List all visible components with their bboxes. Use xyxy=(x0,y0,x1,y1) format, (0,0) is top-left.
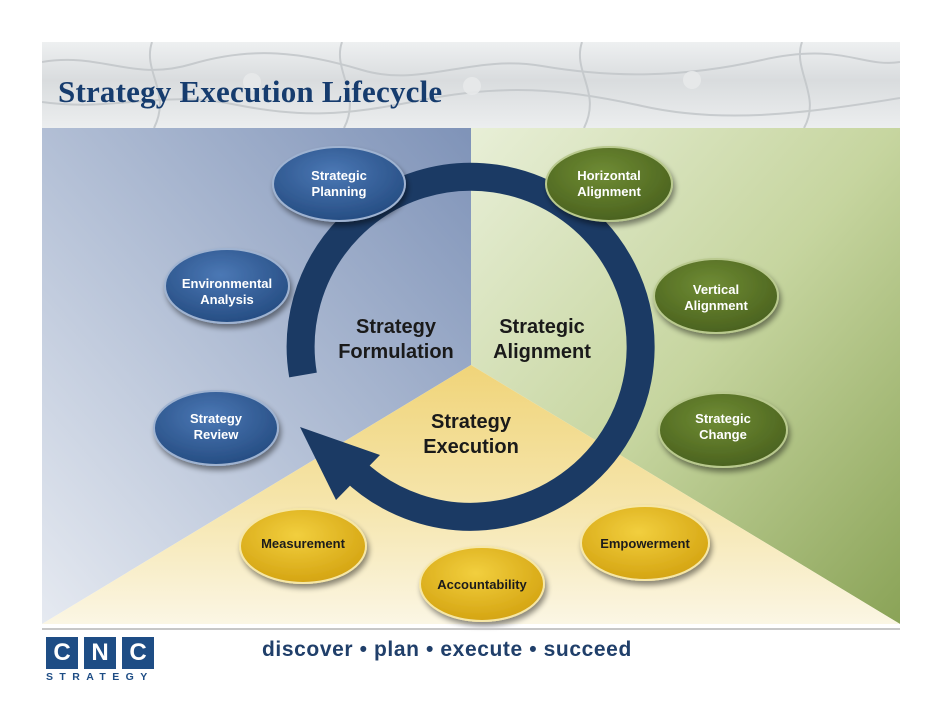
logo-letter-n: N xyxy=(84,637,116,669)
environmental-analysis-label: Environmental Analysis xyxy=(181,276,273,307)
strategic-planning-node xyxy=(272,146,406,222)
horizontal-alignment-node xyxy=(545,146,673,222)
logo-letter-c1: C xyxy=(46,637,78,669)
vertical-alignment-node xyxy=(653,258,779,334)
formulation-sector xyxy=(42,128,471,624)
empowerment-label: Empowerment xyxy=(600,536,690,551)
empowerment-node xyxy=(580,505,710,581)
tagline: discover • plan • execute • succeed xyxy=(262,638,632,661)
title-banner xyxy=(42,42,900,128)
alignment-sector xyxy=(471,128,900,624)
execution-label: Strategy Execution xyxy=(423,411,519,458)
measurement-node xyxy=(239,508,367,584)
strategic-change-node xyxy=(658,392,788,468)
cnc-strategy-logo: C N C STRATEGY xyxy=(42,637,156,685)
puzzle-background-pattern xyxy=(42,42,900,128)
vertical-alignment-label: Vertical Alignment xyxy=(684,282,748,313)
strategic-planning-label: Strategic Planning xyxy=(311,168,367,199)
formulation-label: Strategy Formulation xyxy=(338,316,454,363)
horizontal-alignment-label: Horizontal Alignment xyxy=(577,168,641,199)
footer-divider xyxy=(42,628,900,630)
accountability-label: Accountability xyxy=(437,577,527,592)
logo-subtitle: STRATEGY xyxy=(46,671,154,683)
measurement-label: Measurement xyxy=(261,536,345,551)
strategy-review-node xyxy=(153,390,279,466)
accountability-node xyxy=(419,546,545,622)
strategic-change-label: Strategic Change xyxy=(695,411,751,442)
environmental-analysis-node xyxy=(164,248,290,324)
logo-letter-c2: C xyxy=(122,637,154,669)
page-title: Strategy Execution Lifecycle xyxy=(58,74,443,109)
cycle-arrowhead xyxy=(300,427,380,500)
alignment-label: Strategic Alignment xyxy=(493,316,591,363)
strategy-review-label: Strategy Review xyxy=(189,411,243,442)
cycle-arrow xyxy=(286,162,655,531)
